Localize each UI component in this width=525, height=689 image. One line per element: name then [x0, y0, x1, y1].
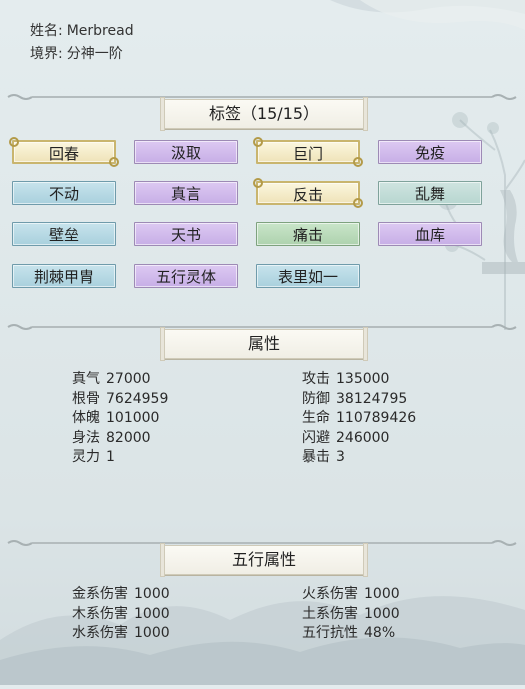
tag-button[interactable]: 真言: [134, 181, 238, 205]
tag-button[interactable]: 乱舞: [378, 181, 482, 205]
ornament-divider: [0, 321, 525, 335]
attribute-row: 火系伤害 1000: [302, 583, 400, 603]
attribute-row: 体魄 101000: [72, 407, 159, 427]
attribute-row: 根骨 7624959: [72, 388, 168, 408]
attribute-key: 根骨: [72, 390, 100, 407]
attribute-value: 246000: [336, 429, 390, 446]
attribute-row: 生命 110789426: [302, 407, 416, 427]
attributes-section-title: 属性: [160, 327, 368, 361]
attribute-row: 金系伤害 1000: [72, 583, 170, 603]
realm-value: 分神一阶: [66, 46, 123, 62]
ornament-divider: [0, 537, 525, 551]
attribute-row: 木系伤害 1000: [72, 603, 170, 623]
attribute-key: 木系伤害: [72, 605, 128, 622]
attribute-value: 1000: [134, 625, 170, 641]
attribute-row: 防御 38124795: [302, 388, 407, 408]
attribute-value: 101000: [106, 410, 160, 426]
attribute-row: 身法 82000: [72, 427, 151, 447]
attribute-value: 82000: [106, 429, 151, 446]
attribute-value: 1000: [134, 605, 170, 622]
elements-section-title: 五行属性: [160, 543, 368, 577]
attribute-row: 暴击 3: [302, 446, 345, 466]
attribute-row: 土系伤害 1000: [302, 603, 400, 623]
attribute-key: 暴击: [302, 449, 330, 465]
attribute-value: 135000: [336, 371, 390, 387]
tag-button[interactable]: 痛击: [256, 222, 360, 246]
ornament-divider: [0, 91, 525, 105]
tag-button[interactable]: 汲取: [134, 140, 238, 164]
attribute-row: 水系伤害 1000: [72, 622, 170, 642]
attribute-value: 38124795: [336, 390, 408, 407]
attribute-value: 1: [106, 449, 115, 465]
attribute-key: 土系伤害: [302, 605, 358, 622]
attribute-key: 身法: [72, 429, 100, 446]
realm-label: 境界:: [30, 46, 63, 62]
tag-button[interactable]: 回春: [9, 137, 119, 167]
attribute-row: 五行抗性 48%: [302, 622, 395, 642]
character-name-row: 姓名:Merbread: [30, 20, 134, 40]
attribute-value: 27000: [106, 371, 151, 387]
attribute-key: 火系伤害: [302, 586, 358, 602]
tag-button[interactable]: 反击: [253, 178, 363, 208]
attribute-value: 110789426: [336, 410, 417, 426]
attribute-value: 1000: [134, 586, 170, 602]
attribute-value: 7624959: [106, 390, 169, 407]
tag-button[interactable]: 巨门: [253, 137, 363, 167]
tag-button[interactable]: 血库: [378, 222, 482, 246]
tag-button[interactable]: 壁垒: [12, 222, 116, 246]
attribute-value: 1000: [364, 586, 400, 602]
attribute-key: 五行抗性: [302, 625, 358, 641]
attribute-key: 攻击: [302, 371, 330, 387]
attribute-key: 水系伤害: [72, 625, 128, 641]
tags-section-title: 标签（15/15）: [160, 97, 368, 131]
attribute-key: 防御: [302, 390, 330, 407]
attribute-key: 金系伤害: [72, 586, 128, 602]
attribute-value: 3: [336, 449, 345, 465]
attribute-key: 真气: [72, 371, 100, 387]
attribute-row: 灵力 1: [72, 446, 115, 466]
name-value: Merbread: [66, 23, 134, 39]
attribute-key: 生命: [302, 410, 330, 426]
tag-button[interactable]: 天书: [134, 222, 238, 246]
attribute-key: 闪避: [302, 429, 330, 446]
attribute-row: 闪避 246000: [302, 427, 389, 447]
attribute-key: 灵力: [72, 449, 100, 465]
attribute-row: 攻击 135000: [302, 368, 389, 388]
attribute-key: 体魄: [72, 410, 100, 426]
attribute-row: 真气 27000: [72, 368, 151, 388]
tag-button[interactable]: 表里如一: [256, 264, 360, 288]
tag-button[interactable]: 五行灵体: [134, 264, 238, 288]
tag-button[interactable]: 不动: [12, 181, 116, 205]
name-label: 姓名:: [30, 23, 63, 39]
attribute-value: 1000: [364, 605, 400, 622]
attribute-value: 48%: [364, 625, 396, 641]
character-realm-row: 境界:分神一阶: [30, 43, 123, 63]
tag-button[interactable]: 免疫: [378, 140, 482, 164]
tag-button[interactable]: 荆棘甲胄: [12, 264, 116, 288]
